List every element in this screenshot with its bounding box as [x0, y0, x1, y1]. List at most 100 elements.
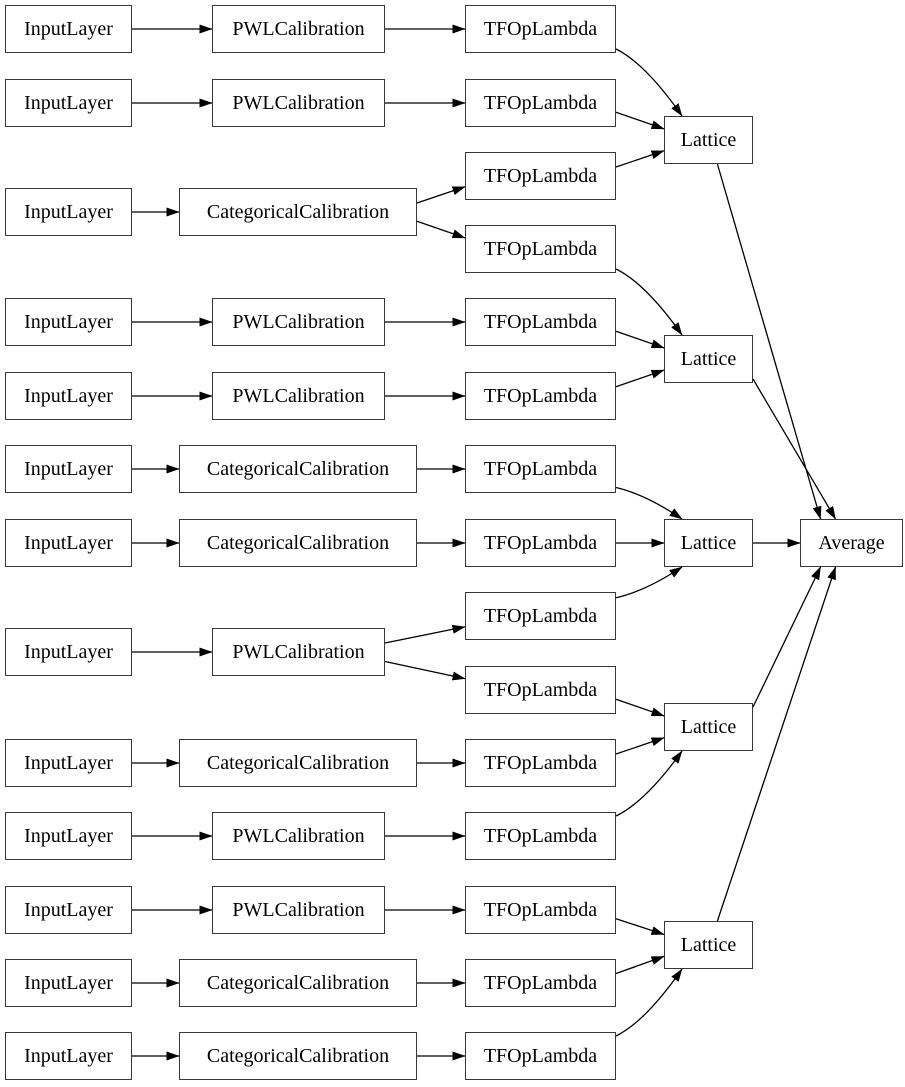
edge-c3-to-t3b — [416, 220, 466, 239]
node-tfoplambda-t10: TFOpLambda — [465, 812, 616, 860]
node-label: InputLayer — [24, 752, 113, 774]
node-inputlayer-il11: InputLayer — [5, 886, 132, 934]
node-tfoplambda-t2: TFOpLambda — [465, 79, 616, 127]
node-label: TFOpLambda — [483, 238, 598, 260]
node-inputlayer-il8: InputLayer — [5, 628, 132, 676]
node-label: InputLayer — [24, 825, 113, 847]
edge-t8b-to-L4 — [615, 698, 665, 717]
edge-t2-to-L1 — [615, 111, 665, 130]
edge-t8a-to-L3 — [615, 566, 683, 599]
node-label: PWLCalibration — [232, 18, 365, 40]
node-label: TFOpLambda — [483, 385, 598, 407]
node-pwlcalibration-c4: PWLCalibration — [212, 298, 385, 346]
node-label: Lattice — [680, 934, 737, 956]
node-label: CategoricalCalibration — [206, 972, 390, 994]
node-lattice-L2: Lattice — [664, 335, 753, 383]
node-label: TFOpLambda — [483, 679, 598, 701]
node-label: InputLayer — [24, 899, 113, 921]
edge-t3b-to-L2 — [615, 268, 683, 336]
node-categoricalcalibration-c7: CategoricalCalibration — [179, 519, 417, 567]
node-inputlayer-il5: InputLayer — [5, 372, 132, 420]
node-tfoplambda-t13: TFOpLambda — [465, 1032, 616, 1080]
edge-t9-to-L4 — [615, 737, 665, 755]
node-inputlayer-il4: InputLayer — [5, 298, 132, 346]
node-categoricalcalibration-c12: CategoricalCalibration — [179, 959, 417, 1007]
node-label: CategoricalCalibration — [206, 532, 390, 554]
node-label: CategoricalCalibration — [206, 458, 390, 480]
node-label: PWLCalibration — [232, 311, 365, 333]
node-categoricalcalibration-c13: CategoricalCalibration — [179, 1032, 417, 1080]
node-categoricalcalibration-c6: CategoricalCalibration — [179, 445, 417, 493]
node-label: InputLayer — [24, 458, 113, 480]
node-label: InputLayer — [24, 92, 113, 114]
node-inputlayer-il9: InputLayer — [5, 739, 132, 787]
node-tfoplambda-t6: TFOpLambda — [465, 445, 616, 493]
node-label: TFOpLambda — [483, 18, 598, 40]
node-tfoplambda-t9: TFOpLambda — [465, 739, 616, 787]
node-label: TFOpLambda — [483, 825, 598, 847]
node-average-avg: Average — [800, 519, 903, 567]
edge-t6-to-L3 — [615, 486, 683, 520]
node-label: TFOpLambda — [483, 165, 598, 187]
node-pwlcalibration-c5: PWLCalibration — [212, 372, 385, 420]
node-label: InputLayer — [24, 641, 113, 663]
node-pwlcalibration-c2: PWLCalibration — [212, 79, 385, 127]
node-tfoplambda-t11: TFOpLambda — [465, 886, 616, 934]
node-label: InputLayer — [24, 18, 113, 40]
node-inputlayer-il12: InputLayer — [5, 959, 132, 1007]
node-lattice-L3: Lattice — [664, 519, 753, 567]
node-inputlayer-il6: InputLayer — [5, 445, 132, 493]
node-label: InputLayer — [24, 385, 113, 407]
edge-t10-to-L4 — [615, 750, 683, 817]
node-label: TFOpLambda — [483, 972, 598, 994]
node-label: TFOpLambda — [483, 92, 598, 114]
node-tfoplambda-t3b: TFOpLambda — [465, 225, 616, 273]
node-label: PWLCalibration — [232, 385, 365, 407]
node-label: TFOpLambda — [483, 899, 598, 921]
node-lattice-L4: Lattice — [664, 703, 753, 751]
node-tfoplambda-t7: TFOpLambda — [465, 519, 616, 567]
node-label: InputLayer — [24, 1045, 113, 1067]
edge-t12-to-L5 — [615, 955, 665, 975]
node-label: TFOpLambda — [483, 532, 598, 554]
node-inputlayer-il13: InputLayer — [5, 1032, 132, 1080]
node-tfoplambda-t4: TFOpLambda — [465, 298, 616, 346]
node-label: CategoricalCalibration — [206, 1045, 390, 1067]
node-label: TFOpLambda — [483, 752, 598, 774]
node-lattice-L1: Lattice — [664, 116, 753, 164]
edge-c8-to-t8a — [384, 624, 466, 644]
node-inputlayer-il3: InputLayer — [5, 188, 132, 236]
node-categoricalcalibration-c9: CategoricalCalibration — [179, 739, 417, 787]
edge-c8-to-t8b — [384, 660, 466, 681]
node-label: PWLCalibration — [232, 92, 365, 114]
node-label: InputLayer — [24, 311, 113, 333]
node-pwlcalibration-c10: PWLCalibration — [212, 812, 385, 860]
node-label: Lattice — [680, 348, 737, 370]
edge-t3a-to-L1 — [615, 150, 665, 168]
node-inputlayer-il10: InputLayer — [5, 812, 132, 860]
node-label: TFOpLambda — [483, 1045, 598, 1067]
edge-L4-to-avg — [752, 566, 822, 708]
node-pwlcalibration-c8: PWLCalibration — [212, 628, 385, 676]
node-label: TFOpLambda — [483, 605, 598, 627]
node-tfoplambda-t1: TFOpLambda — [465, 5, 616, 53]
edge-t11-to-L5 — [615, 918, 665, 936]
node-label: Average — [818, 532, 885, 554]
node-pwlcalibration-c11: PWLCalibration — [212, 886, 385, 934]
edge-t4-to-L2 — [615, 330, 665, 349]
node-lattice-L5: Lattice — [664, 921, 753, 969]
node-tfoplambda-t3a: TFOpLambda — [465, 152, 616, 200]
node-inputlayer-il2: InputLayer — [5, 79, 132, 127]
node-label: Lattice — [680, 716, 737, 738]
node-label: CategoricalCalibration — [206, 752, 390, 774]
edge-t1-to-L1 — [615, 48, 683, 117]
edge-t5-to-L2 — [615, 369, 665, 388]
node-inputlayer-il7: InputLayer — [5, 519, 132, 567]
edge-t13-to-L5 — [615, 968, 683, 1037]
node-tfoplambda-t8b: TFOpLambda — [465, 666, 616, 714]
edge-c3-to-t3a — [416, 186, 466, 204]
node-tfoplambda-t8a: TFOpLambda — [465, 592, 616, 640]
node-label: TFOpLambda — [483, 458, 598, 480]
